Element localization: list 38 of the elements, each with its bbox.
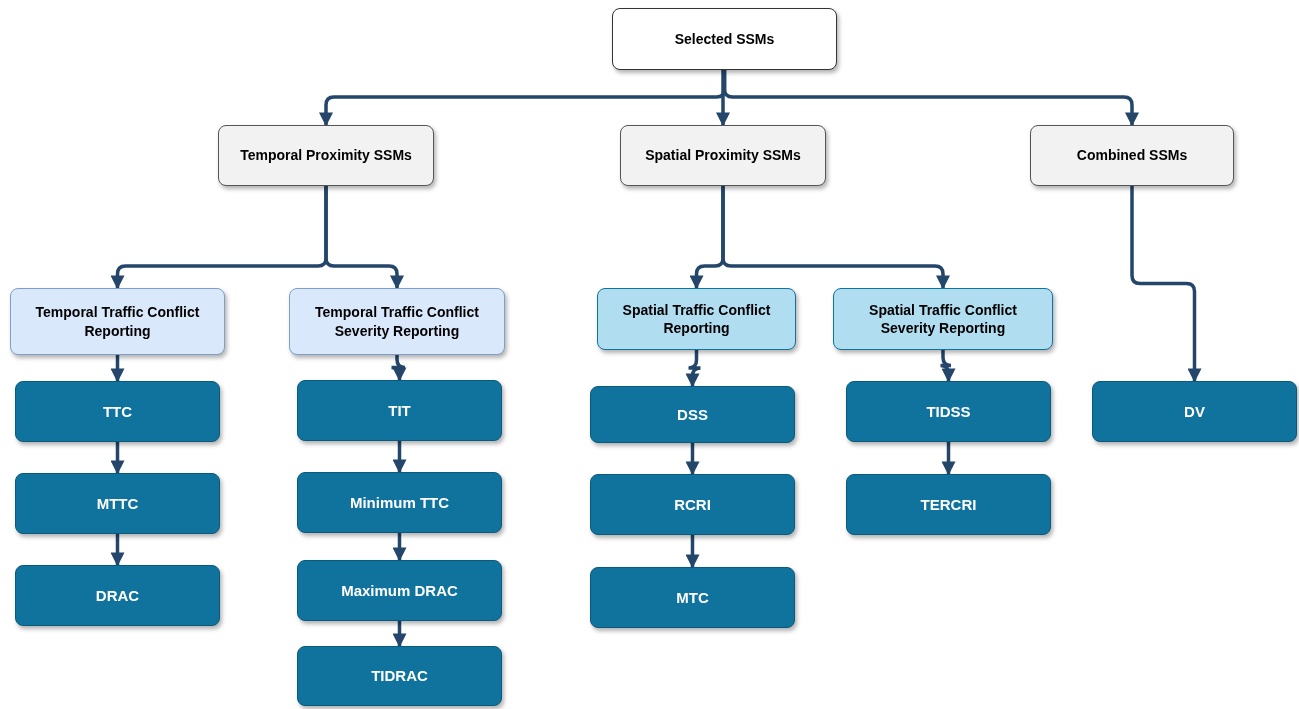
arrow (110, 355, 125, 383)
category-box: Spatial Proximity SSMs (620, 125, 826, 186)
measure-box: DRAC (15, 565, 220, 626)
arrow (324, 186, 404, 290)
arrow (685, 350, 703, 388)
category-box: Temporal Proximity SSMs (218, 125, 434, 186)
group-box: Spatial Traffic Conflict Reporting (597, 288, 796, 350)
measure-box: Maximum DRAC (297, 560, 502, 621)
arrow (392, 441, 407, 474)
arrow (110, 534, 125, 567)
measure-box: TIT (297, 380, 502, 441)
measure-box: TTC (15, 381, 220, 442)
arrow (110, 442, 125, 475)
arrow (392, 621, 407, 648)
arrow (716, 70, 730, 127)
measure-box: TIDRAC (297, 646, 502, 706)
measure-box: MTC (590, 567, 795, 628)
group-box: Temporal Traffic Conflict Reporting (10, 288, 225, 355)
group-box: Temporal Traffic Conflict Severity Reporting (289, 288, 505, 355)
measure-box: MTTC (15, 473, 220, 534)
arrow (685, 443, 700, 476)
measure-box: TIDSS (846, 381, 1051, 442)
measure-box: DSS (590, 386, 795, 443)
arrow (389, 355, 407, 382)
category-box: Combined SSMs (1030, 125, 1234, 186)
measure-box: TERCRI (846, 474, 1051, 535)
arrow (392, 533, 407, 562)
group-box: Spatial Traffic Conflict Severity Reporting (833, 288, 1053, 350)
arrow (721, 186, 950, 290)
measure-box: Minimum TTC (297, 472, 502, 533)
arrow (941, 442, 956, 476)
measure-box: RCRI (590, 474, 795, 535)
arrow (722, 70, 1139, 127)
arrow (938, 350, 956, 383)
arrow (1130, 186, 1202, 383)
measure-box: DV (1092, 381, 1297, 442)
root-box: Selected SSMs (612, 8, 837, 70)
arrow (685, 535, 700, 569)
